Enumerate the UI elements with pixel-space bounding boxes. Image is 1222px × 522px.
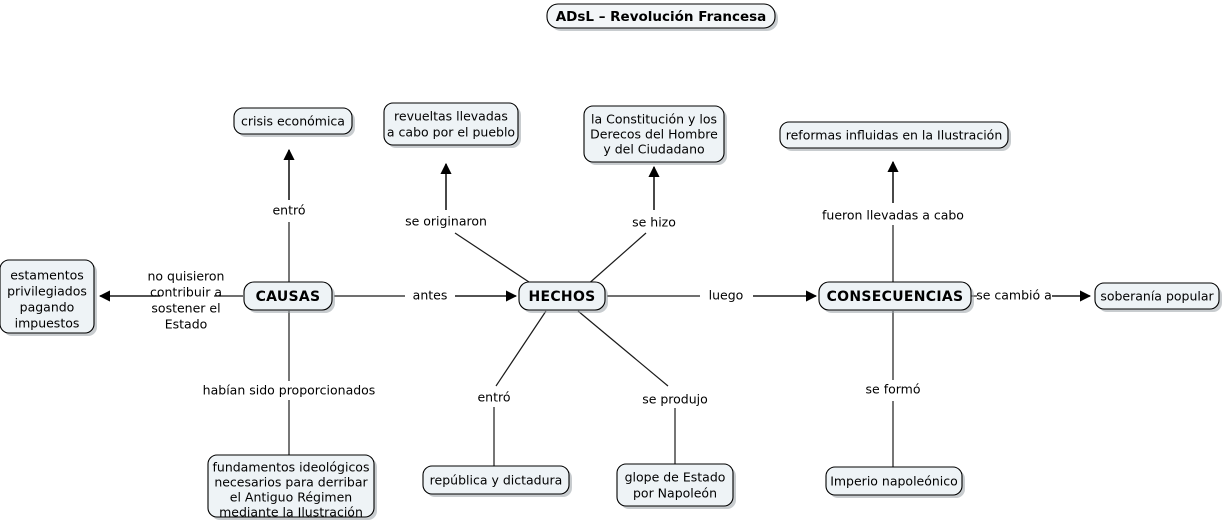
edge-label-se-originaron: se originaron [405, 214, 487, 229]
node-estamentos[interactable]: estamentos privilegiados pagando impuest… [0, 259, 97, 336]
node-label-line2: privilegiados [7, 284, 87, 299]
edge-label-se-cambio-a: se cambió a [976, 288, 1052, 303]
node-label-line4: impuestos [15, 316, 80, 331]
node-revueltas[interactable]: revueltas llevadas a cabo por el pueblo [383, 102, 521, 148]
edge-label-no-quisieron-line1: no quisieron [148, 269, 225, 284]
edge-hechos-constitucion-lower [585, 232, 647, 287]
node-label: CAUSAS [256, 289, 321, 305]
node-causas[interactable]: CAUSAS [243, 281, 335, 313]
node-box [207, 454, 375, 518]
edge-label-no-quisieron-line4: Estado [165, 317, 208, 332]
edge-label-no-quisieron: no quisieron contribuir a sostener el Es… [148, 269, 225, 332]
node-label: soberanía popular [1100, 289, 1214, 304]
node-label-line2: Derecos del Hombre [590, 127, 718, 142]
edge-label-no-quisieron-line3: sostener el [151, 301, 220, 316]
title-label: ADsL – Revolución Francesa [556, 9, 767, 25]
node-box [0, 259, 95, 334]
edge-label-entro-hechos: entró [477, 390, 510, 405]
node-reformas[interactable]: reformas influidas en la Ilustración [779, 121, 1011, 151]
edge-label-se-produjo: se produjo [642, 392, 708, 407]
node-box [233, 107, 353, 135]
node-hechos[interactable]: HECHOS [518, 281, 608, 313]
node-label-line3: y del Ciudadano [603, 142, 704, 157]
node-label: HECHOS [528, 289, 595, 305]
edges-layer [98, 148, 1092, 467]
node-label: república y dictadura [430, 473, 563, 488]
node-box [243, 281, 333, 311]
node-label-line3: pagando [20, 300, 75, 315]
node-label-line2: por Napoleón [633, 486, 717, 501]
node-consecuencias[interactable]: CONSECUENCIAS [818, 281, 974, 313]
edge-label-luego: luego [709, 288, 744, 303]
edge-label-habian-sido: habían sido proporcionados [203, 383, 376, 398]
node-label: reformas influidas en la Ilustración [786, 128, 1003, 143]
node-box [383, 102, 519, 146]
node-box [825, 466, 963, 496]
node-label-line3: el Antiguo Régimen [230, 490, 352, 505]
node-label-line1: estamentos [10, 268, 84, 283]
edge-label-entro-causas: entró [272, 203, 305, 218]
node-soberania-popular[interactable]: soberanía popular [1094, 282, 1222, 312]
node-label-line1: revueltas llevadas [394, 109, 508, 124]
edge-labels-layer: entró no quisieron contribuir a sostener… [148, 203, 1052, 407]
edge-label-se-formo: se formó [866, 382, 921, 397]
node-constitucion[interactable]: la Constitución y los Derecos del Hombre… [583, 105, 727, 165]
node-label-line2: necesarios para derribar [214, 475, 368, 490]
node-label-line1: glope de Estado [625, 470, 726, 485]
node-label: crisis económica [241, 114, 345, 129]
node-label: CONSECUENCIAS [827, 289, 964, 305]
node-label-line2: a cabo por el pueblo [387, 125, 515, 140]
node-golpe-estado[interactable]: glope de Estado por Napoleón [616, 463, 736, 509]
node-crisis-economica[interactable]: crisis económica [233, 107, 355, 137]
title-box [546, 3, 776, 29]
node-label-line1: la Constitución y los [591, 112, 717, 127]
edge-label-no-quisieron-line2: contribuir a [150, 285, 222, 300]
node-republica-dictadura[interactable]: república y dictadura [422, 465, 572, 497]
node-box [818, 281, 972, 311]
edge-label-se-hizo: se hizo [632, 215, 676, 230]
node-label: Imperio napoleónico [830, 474, 958, 489]
node-box [1094, 282, 1220, 310]
edge-hechos-revueltas-lower [454, 232, 536, 287]
edge-hechos-golpe-upper [577, 310, 669, 387]
node-label-line4: mediante la Ilustración [219, 505, 363, 520]
node-imperio-napoleonico[interactable]: Imperio napoleónico [825, 466, 965, 498]
node-label-line1: fundamentos ideológicos [213, 460, 370, 475]
edge-label-antes: antes [413, 288, 448, 303]
node-box [616, 463, 734, 507]
node-box [779, 121, 1009, 149]
edge-hechos-republica-upper [495, 310, 547, 387]
node-box [422, 465, 570, 495]
node-box [583, 105, 725, 163]
edge-label-fueron-llevadas: fueron llevadas a cabo [822, 208, 964, 223]
node-box [518, 281, 606, 311]
map-title: ADsL – Revolución Francesa [546, 3, 778, 31]
node-fundamentos[interactable]: fundamentos ideológicos necesarios para … [207, 454, 377, 520]
